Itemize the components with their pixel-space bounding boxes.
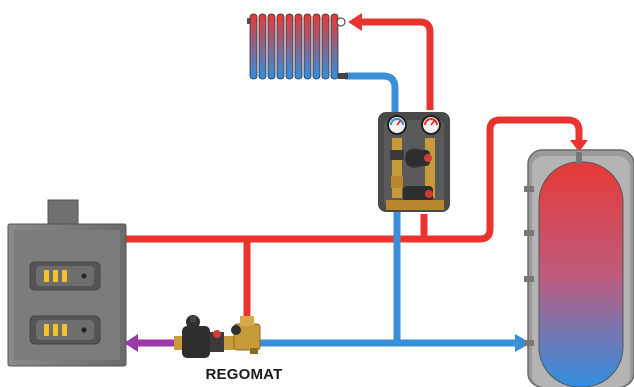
hot-supply-pipe — [126, 116, 583, 243]
pump-station-icon — [378, 112, 450, 212]
cold-pipes — [258, 72, 520, 347]
buffer-tank-icon — [524, 149, 634, 387]
cold-arrow — [515, 334, 531, 352]
hot-arrow-tank — [570, 140, 588, 152]
boiler-icon — [7, 199, 127, 367]
hot-arrow-radiator — [348, 13, 362, 31]
hot-pipes — [126, 18, 583, 324]
drain-pipe — [124, 334, 178, 352]
regomat-label: REGOMAT — [205, 366, 283, 383]
regomat-valve-icon — [174, 315, 261, 358]
radiator-icon — [247, 13, 348, 80]
cold-radiator-return — [345, 72, 399, 112]
hot-radiator-pipe — [360, 18, 434, 110]
